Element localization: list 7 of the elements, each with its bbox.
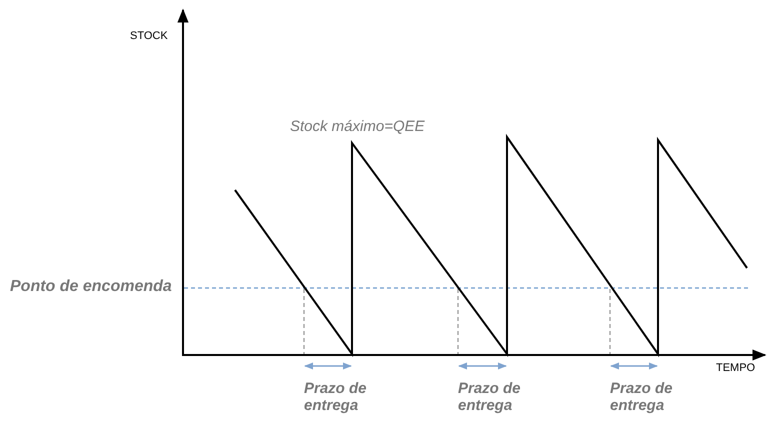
lead-time-label: Prazo de entrega (458, 380, 522, 414)
axis-title: TEMPO (716, 362, 756, 375)
lead-time-label: Prazo de entrega (610, 380, 674, 414)
reorder-point-label: Ponto de encomenda (10, 278, 172, 296)
lead-time-label: Prazo de entrega (304, 380, 368, 414)
max-stock-label: Stock máximo=QEE (290, 118, 425, 136)
axis-title: STOCK (130, 30, 168, 43)
